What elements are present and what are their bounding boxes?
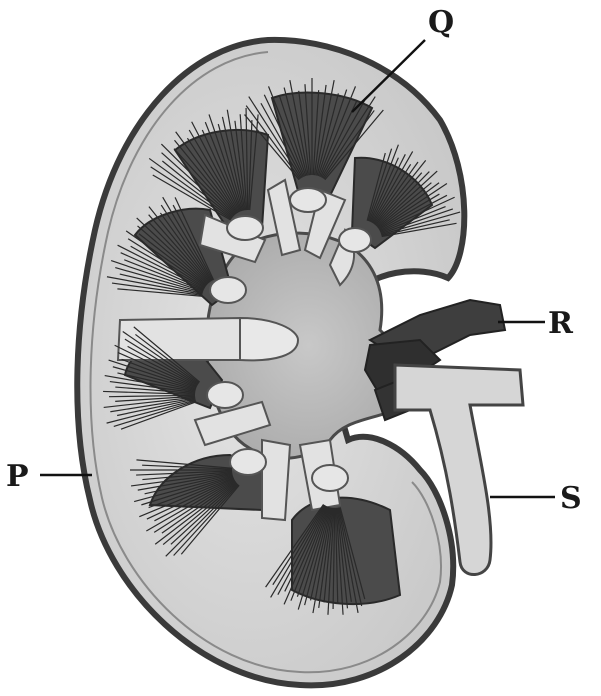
label-r: R xyxy=(548,306,574,341)
label-s: S xyxy=(560,481,582,516)
label-p: P xyxy=(6,459,29,494)
label-q: Q xyxy=(428,5,454,40)
